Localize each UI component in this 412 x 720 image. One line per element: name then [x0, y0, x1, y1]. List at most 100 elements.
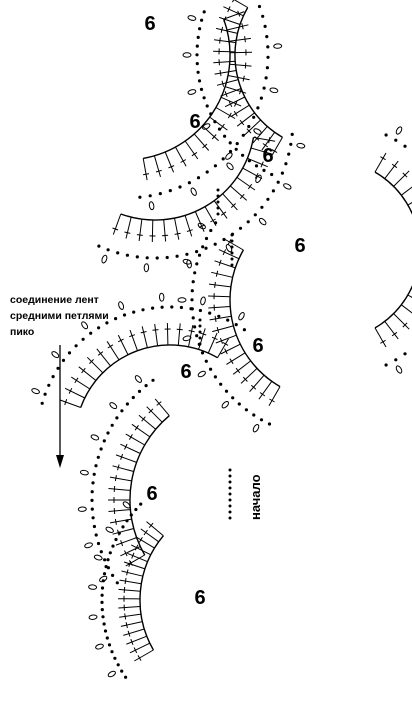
chain-dot	[198, 330, 202, 334]
picot-loop	[105, 526, 114, 534]
picot-loop	[77, 506, 87, 512]
chain-dot	[265, 35, 269, 39]
stitch-crossbar	[188, 330, 195, 333]
stitch-crossbar	[380, 156, 386, 161]
stitch-line	[118, 588, 141, 592]
stitch-crossbar	[74, 377, 79, 384]
stitch-line	[126, 635, 147, 645]
chain-dot	[120, 669, 124, 673]
stitch-line	[202, 125, 219, 142]
stitch-line	[209, 315, 232, 321]
chain-dot	[91, 481, 95, 485]
stitch-crossbar	[259, 392, 266, 397]
picot-loop	[88, 584, 98, 590]
chain-dot	[105, 321, 109, 325]
stitch-line	[129, 329, 138, 351]
stitch-crossbar	[120, 453, 124, 460]
stitch-line	[208, 306, 231, 309]
chain-dot	[262, 86, 266, 90]
annotation-line-2: средними петлями	[10, 310, 109, 322]
stitch-crossbar	[141, 416, 146, 422]
stitch-crossbar	[219, 337, 223, 344]
stitch-crossbar	[133, 647, 138, 654]
chain-dot	[209, 367, 213, 371]
chain-dot	[228, 516, 232, 520]
chain-dot	[195, 62, 199, 66]
motif-number: 9	[189, 109, 200, 131]
chain-dot	[213, 120, 217, 124]
chain-dot	[234, 323, 238, 327]
chain-dot	[43, 392, 47, 396]
chain-dot	[228, 480, 232, 484]
stitch-line	[224, 238, 244, 251]
chain-dot	[132, 310, 136, 314]
chain-dot	[145, 256, 149, 260]
stitch-crossbar	[202, 143, 208, 149]
stitch-line	[151, 219, 154, 243]
chain-dot	[244, 408, 248, 412]
stitch-crossbar	[148, 522, 154, 529]
stitch-line	[125, 433, 145, 446]
annotation-arrowhead	[56, 455, 64, 468]
stitch-line	[164, 151, 175, 173]
stitch-crossbar	[227, 112, 232, 119]
chain-dot	[198, 308, 202, 313]
stitch-crossbar	[200, 332, 207, 336]
chain-dot	[199, 87, 204, 91]
stitch-line	[220, 343, 241, 355]
chain-dot	[228, 510, 232, 514]
picot-loop	[273, 43, 283, 49]
chain-dot	[230, 257, 234, 261]
stitch-line	[193, 133, 210, 151]
stitch-crossbar	[131, 552, 135, 559]
stitch-crossbar	[143, 173, 150, 176]
stitch-crossbar	[186, 229, 193, 232]
stitch-line	[247, 157, 268, 168]
chain-dot	[134, 507, 138, 512]
chain-dot	[106, 558, 110, 562]
stitch-crossbar	[215, 270, 219, 277]
stitch-line	[211, 271, 233, 278]
stitch-crossbar	[148, 408, 154, 414]
stitch-crossbar	[211, 336, 218, 341]
picot-loop	[200, 296, 206, 306]
stitch-line	[240, 368, 258, 384]
stitch-line	[163, 219, 167, 242]
chain-dot	[216, 188, 220, 192]
chain-dot	[81, 337, 85, 341]
chain-dot	[141, 308, 145, 312]
chain-dot	[217, 314, 221, 318]
stitch-line	[224, 86, 247, 94]
stitch-line	[216, 79, 239, 86]
stitch-crossbar	[239, 119, 245, 126]
stitch-line	[119, 579, 142, 585]
stitch-crossbar	[81, 367, 86, 374]
stitch-crossbar	[235, 367, 241, 374]
picot-loop	[107, 670, 116, 678]
stitch-line	[220, 88, 242, 97]
chain-dot	[90, 490, 94, 494]
stitch-line	[374, 152, 387, 173]
chain-dot	[191, 316, 195, 320]
stitch-crossbar	[244, 36, 246, 43]
stitch-crossbar	[174, 232, 181, 235]
stitch-line	[213, 200, 228, 219]
chain-dot	[117, 531, 121, 535]
stitch-crossbar	[265, 149, 268, 156]
stitch-line	[384, 160, 399, 179]
stitch-crossbar	[89, 359, 94, 364]
chain-dot	[74, 344, 78, 348]
picot-loop	[84, 542, 93, 549]
chain-dot	[107, 643, 112, 647]
chain-dot	[196, 176, 201, 180]
chain-dot	[234, 147, 238, 151]
stitch-line	[115, 537, 137, 546]
chain-dot	[228, 504, 232, 508]
stitch-crossbar	[242, 75, 245, 82]
picot-loop	[226, 162, 234, 171]
chain-dot	[160, 305, 164, 309]
chain-dot	[111, 544, 115, 548]
stitch-crossbar	[391, 163, 398, 169]
chain-dot	[94, 464, 98, 468]
chain-dot	[102, 622, 106, 626]
